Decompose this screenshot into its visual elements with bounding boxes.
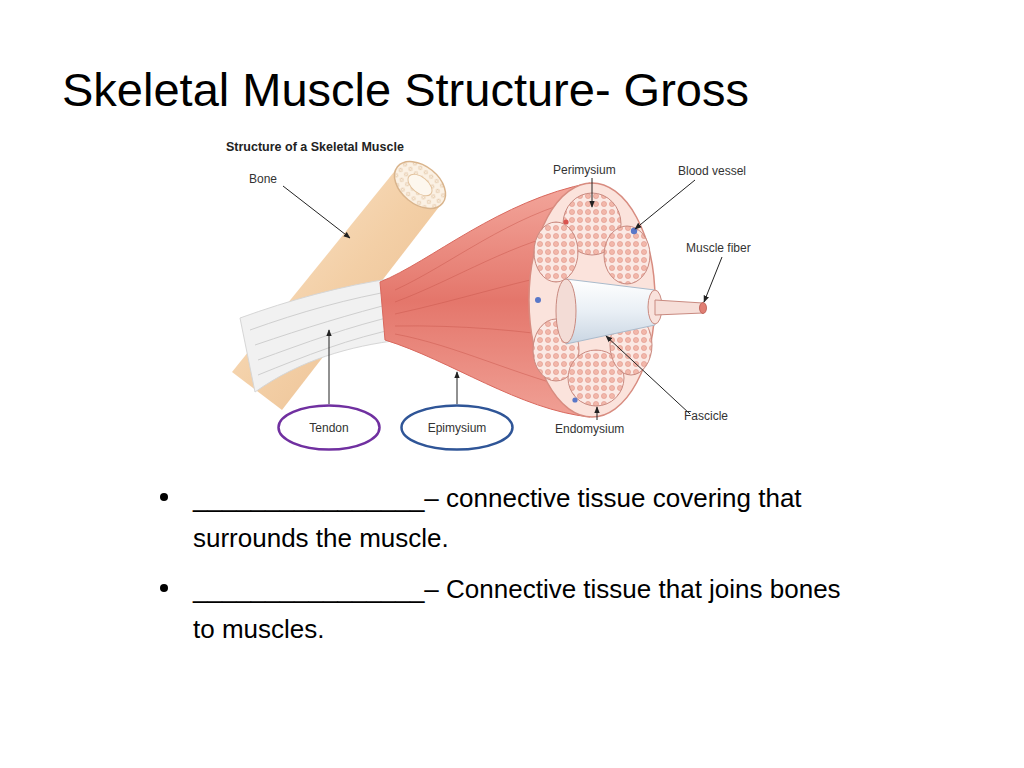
label-oval: Epimysium: [400, 404, 514, 451]
leader-line: [704, 257, 722, 302]
bone-cross-section: [386, 152, 455, 218]
part-label: Perimysium: [553, 163, 616, 177]
bone-marrow: [404, 170, 436, 200]
leader-line: [635, 180, 695, 229]
leader-line: [457, 372, 458, 404]
leader-line: [592, 178, 593, 207]
bullet-text: ________________– Connective tissue that…: [193, 569, 858, 649]
blood-vessel: [535, 297, 541, 303]
part-label: Bone: [249, 172, 277, 186]
fascicle-section: [604, 226, 650, 284]
leader-line: [283, 186, 350, 238]
blood-vessel: [631, 228, 637, 234]
blood-vessel: [572, 397, 577, 402]
leader-line: [597, 407, 598, 420]
leader-line: [329, 330, 330, 404]
tendon-shape: [240, 278, 400, 392]
bullet-text: ________________– connective tissue cove…: [193, 478, 858, 558]
blood-vessel: [563, 219, 568, 224]
fascicle-base: [556, 279, 576, 343]
slide-title: Skeletal Muscle Structure- Gross: [62, 62, 749, 118]
oval-shape: [402, 406, 513, 450]
fascicle-section: [534, 222, 578, 282]
figure-title: Structure of a Skeletal Muscle: [226, 140, 404, 154]
leader-line: [606, 336, 690, 414]
part-label: Fascicle: [684, 409, 728, 423]
part-label: Tendon: [309, 421, 348, 435]
part-label: Blood vessel: [678, 164, 746, 178]
muscle-cross-section: [529, 183, 655, 417]
muscle-fiber-shape: [655, 300, 703, 315]
tendon-fibers: [250, 290, 400, 375]
fascicle-tube: [566, 279, 655, 344]
muscle-fiber-end: [700, 303, 707, 314]
bullet-dot: [160, 493, 168, 501]
bullet-dot: [160, 584, 168, 592]
oval-text-holder: Tendon: [277, 404, 381, 451]
label-oval: Tendon: [277, 404, 381, 451]
part-label: Muscle fiber: [686, 241, 751, 255]
oval-text-holder: Epimysium: [400, 404, 514, 451]
oval-shape: [279, 406, 380, 450]
part-label: Endomysium: [555, 422, 624, 436]
part-label: Epimysium: [428, 421, 487, 435]
